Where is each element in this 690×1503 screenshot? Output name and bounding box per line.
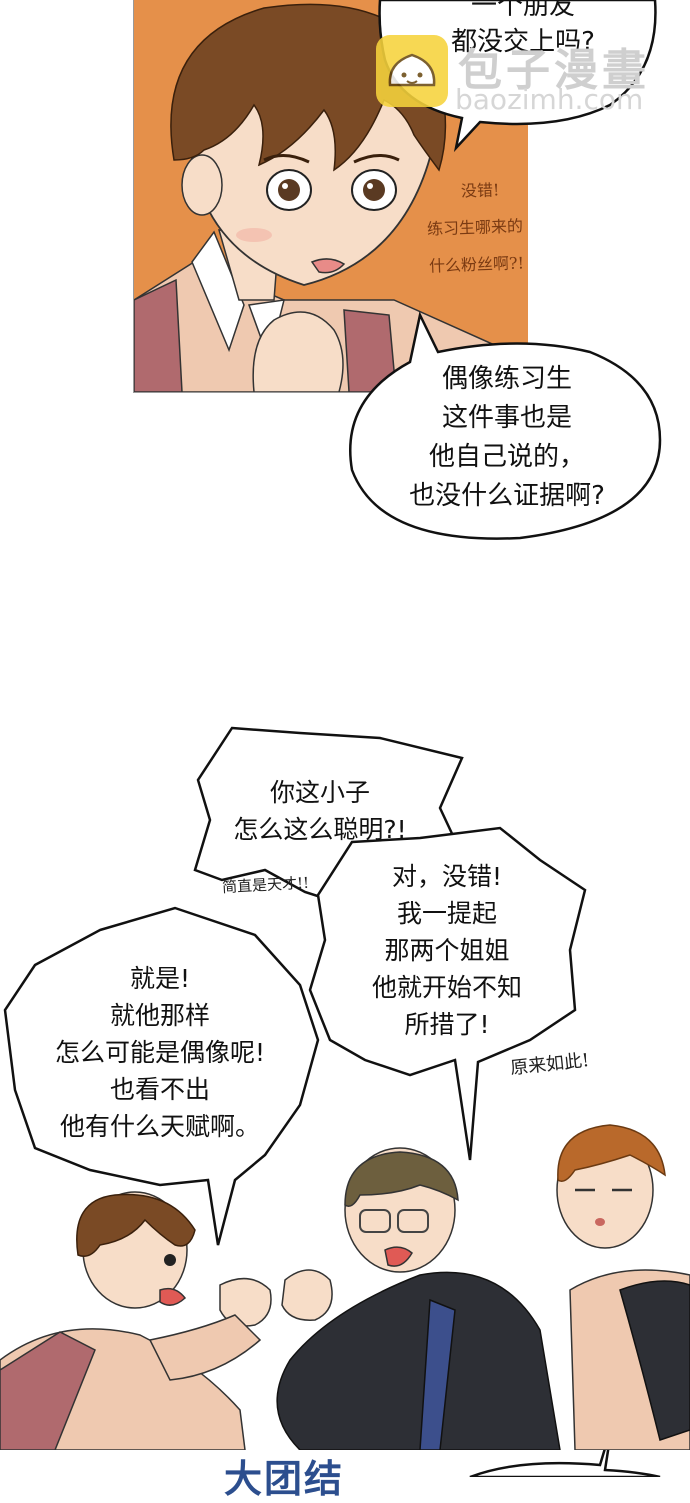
- speech-bubble-right-panicked: [308, 826, 587, 1161]
- chapter-title-partial: 大团结: [224, 1457, 345, 1501]
- speech-bubble-not-idol: [3, 906, 320, 1246]
- three-students-illustration: [0, 1124, 690, 1450]
- speech-bubble-bottom-partial: [469, 1424, 661, 1477]
- bubble-top-text: 一个朋友 都没交上吗?: [451, 0, 595, 57]
- bubble-panicked-text: 对，没错! 我一提起 那两个姐姐 他就开始不知 所措了!: [371, 862, 522, 1039]
- bun-logo-icon: [376, 35, 448, 107]
- bun-logo-glyph: [388, 53, 436, 87]
- bubble-idol-trainee-text: 偶像练习生 这件事也是 他自己说的， 也没什么证据啊?: [409, 364, 605, 511]
- bubble-clever-text: 你这小子 怎么这么聪明?!: [233, 778, 407, 844]
- bubble-not-idol-text: 就是! 就他那样 怎么可能是偶像呢! 也看不出 他有什么天赋啊。: [54, 964, 266, 1141]
- watermark-url: baozimh.com: [455, 83, 644, 116]
- watermark-title: 包子漫畫: [458, 45, 650, 96]
- speech-bubble-idol-trainee: [349, 311, 662, 540]
